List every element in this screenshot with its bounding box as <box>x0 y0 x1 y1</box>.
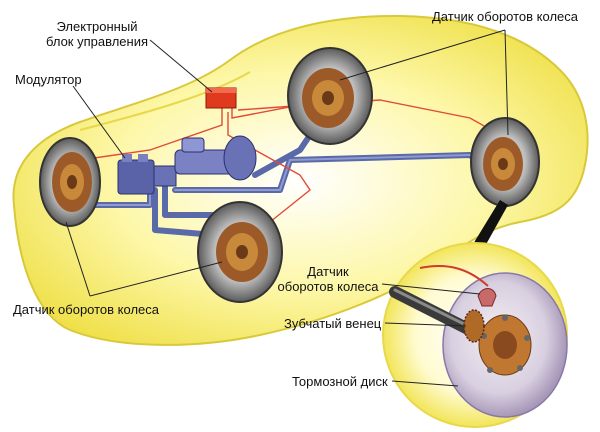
brake-disc-label: Тормозной диск <box>292 374 388 389</box>
wheel-sensor-label-bottom: Датчик оборотов колеса <box>13 302 159 317</box>
ecu-label: Электронный блок управления <box>22 19 172 49</box>
ecu-label-line2: блок управления <box>45 34 149 49</box>
toothed-ring-label: Зубчатый венец <box>284 316 382 331</box>
ecu-box <box>205 87 237 109</box>
inset-sensor-label: Датчик оборотов колеса <box>268 264 388 294</box>
inset-sensor-label-line1: Датчик <box>307 264 349 279</box>
master-cylinder <box>174 135 257 181</box>
wheel-front-right <box>197 201 283 303</box>
inset-brake-detail <box>382 242 568 428</box>
wheel-rear-right <box>470 117 540 207</box>
leader-lines <box>65 29 509 387</box>
car-body <box>12 14 589 346</box>
wheel-sensor-label-top: Датчик оборотов колеса <box>432 9 578 24</box>
wheel-rear-left <box>287 47 373 145</box>
modulator-label: Модулятор <box>15 72 82 87</box>
wheel-front-left <box>39 137 101 227</box>
modulator-unit <box>117 154 177 195</box>
ecu-label-line1: Электронный <box>56 19 138 34</box>
inset-sensor-label-line2: оборотов колеса <box>277 279 379 294</box>
